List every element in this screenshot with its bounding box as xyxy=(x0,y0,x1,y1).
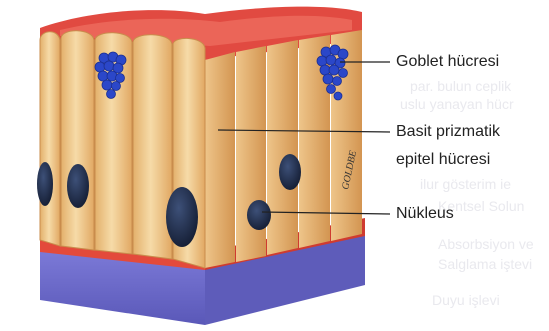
background-text-line: Absorbsiyon ve xyxy=(438,236,534,252)
background-text-line: ilur gösterim ie xyxy=(420,176,511,192)
background-text-line: Salglama iştevi xyxy=(438,256,532,272)
nucleus-2 xyxy=(67,164,89,208)
nucleus-1 xyxy=(37,162,53,206)
nucleus-3 xyxy=(166,187,198,247)
nucleus-4 xyxy=(247,200,271,230)
nucleus-label: Nükleus xyxy=(396,203,454,224)
simple-columnar-cell-label-line1: Basit prizmatik xyxy=(396,121,500,142)
simple-columnar-cell-label-line2: epitel hücresi xyxy=(396,149,490,170)
background-text-line: par. bulun ceplik xyxy=(410,78,511,94)
background-text-line: uslu yanayan hücr xyxy=(400,96,514,112)
goblet-cell-label: Goblet hücresi xyxy=(396,51,499,72)
nucleus-5 xyxy=(279,154,301,190)
background-text-line: Duyu işlevi xyxy=(432,292,500,308)
